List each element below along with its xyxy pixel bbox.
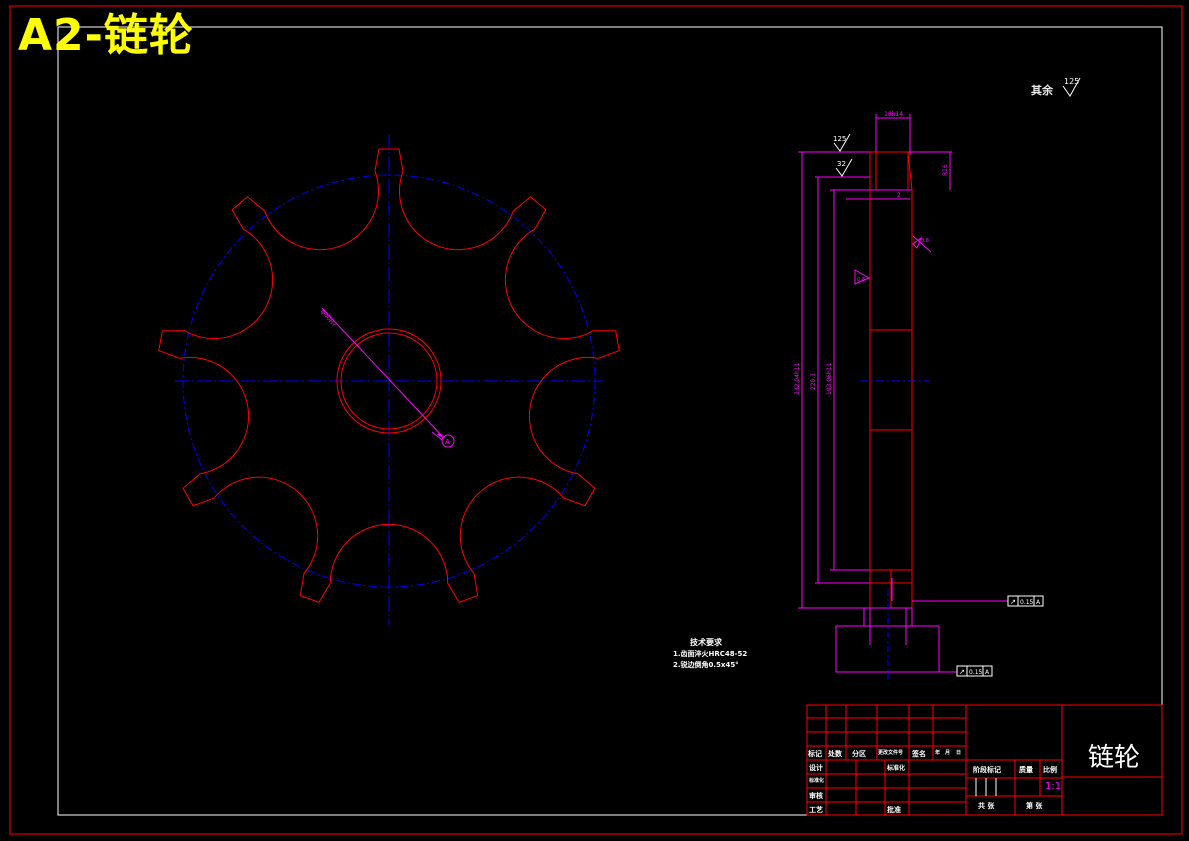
tb-row-process: 工艺 (809, 806, 823, 814)
dim-width-text: 18h14 (884, 111, 903, 118)
roughness-mark-32-text: 32 (837, 160, 846, 168)
bore-dim-line (321, 307, 445, 439)
roughness-mark-125 (833, 133, 851, 152)
general-roughness-symbol (1062, 77, 1081, 97)
tb-header-file: 更改文件号 (878, 750, 904, 756)
dim-tip-text: 232.04h11 (794, 362, 801, 395)
tb-weight-label: 质量 (1019, 766, 1033, 774)
roughness-mark-32 (835, 158, 853, 177)
tb-header-mark: 标记 (808, 750, 822, 758)
general-roughness-value: 125 (1064, 77, 1079, 86)
tol2-datum: A (985, 669, 990, 676)
tb-header-month: 月 (945, 750, 951, 756)
dim-pitch-text: 220.1 (810, 373, 817, 390)
tb-part-name: 链轮 (1088, 743, 1141, 773)
dim-r16-text: R16 (942, 164, 949, 176)
tb-header-count: 处数 (828, 750, 842, 758)
tb-approve-label: 批准 (887, 806, 901, 814)
datum-leader (431, 431, 443, 441)
bore-dim-arrow (437, 433, 444, 438)
bore-inner (340, 332, 438, 430)
angle-mark (912, 236, 923, 249)
dim-step-text: 2 (897, 192, 901, 199)
roughness-mark-125-text: 125 (833, 135, 846, 143)
bore-dim-text: Φ40H7 (319, 309, 338, 329)
tol2-symbol: ↗ (959, 668, 965, 676)
tech-req-item-2: 2.锐边倒角0.5x45° (673, 661, 739, 669)
datum-label: A (445, 438, 450, 446)
tb-row-standard: 标准化 (809, 778, 825, 784)
tb-row-review: 审核 (809, 792, 823, 800)
tol1-value: 0.15 (1020, 599, 1034, 606)
sprocket-outline (158, 148, 620, 604)
tol1-symbol: ↗ (1010, 598, 1016, 606)
general-roughness-label: 其余 (1031, 84, 1053, 97)
tb-header-zone: 分区 (852, 750, 866, 758)
small-roughness-text: 0.8 (857, 277, 865, 283)
angle-text: 0.8 (921, 238, 929, 244)
tol2-frame (956, 665, 993, 677)
tb-header-day: 日 (956, 750, 962, 756)
tol1-datum: A (1036, 599, 1041, 606)
tb-stage-label: 阶段标记 (973, 766, 1001, 774)
tech-req-item-1: 1.齿面淬火HRC48-52 (673, 650, 748, 658)
side-hub (869, 329, 913, 431)
outer-border (9, 5, 1183, 835)
tb-row-design: 设计 (809, 764, 823, 772)
tb-scale-label: 比例 (1043, 766, 1057, 774)
inner-border (57, 26, 1163, 816)
datum-circle (441, 434, 455, 448)
sheet-title: A2-链轮 (18, 10, 194, 61)
tb-header-year: 年 (935, 750, 941, 756)
tol1-frame (1007, 595, 1044, 607)
sprocket-profile (158, 148, 620, 604)
tb-std-label: 标准化 (887, 765, 906, 772)
side-view: 232.04h11 220.1 193.06h11 18h14 R16 2 0.… (794, 111, 1044, 680)
tech-req-heading: 技术要求 (690, 638, 722, 647)
tb-sheet-label: 第 张 (1026, 802, 1043, 810)
tb-header-sign: 签名 (912, 750, 926, 758)
tb-total-label: 共 张 (978, 802, 995, 810)
side-profile-top (869, 151, 913, 330)
bore-outer (336, 328, 442, 434)
tol2-value: 0.15 (969, 669, 983, 676)
front-view: Φ40H7 A (158, 135, 620, 625)
angle-leader (912, 235, 932, 253)
dim-root-text: 193.06h11 (826, 362, 833, 395)
title-block (806, 704, 1163, 816)
small-roughness-mark (854, 269, 871, 285)
tb-scale-value: 1:1 (1045, 781, 1062, 792)
